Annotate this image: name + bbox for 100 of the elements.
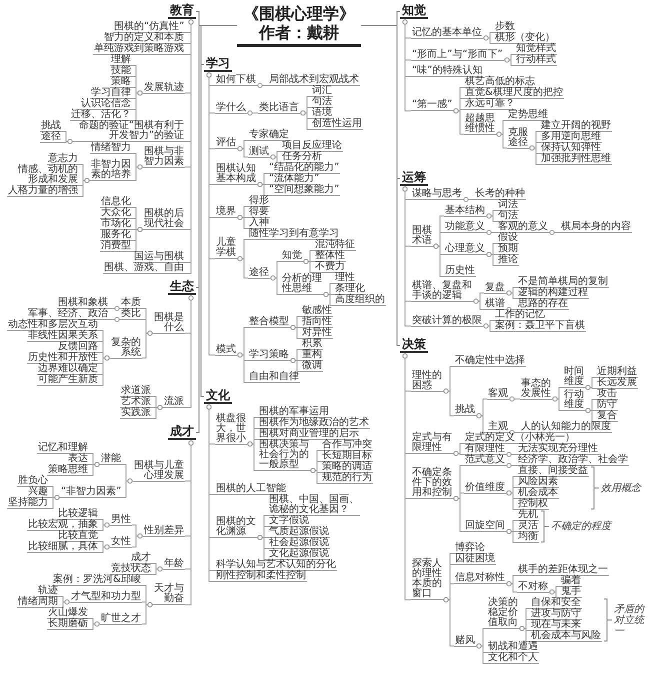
subtopic: 进攻与防守 <box>530 609 582 620</box>
subtopic: 可能产生新质 <box>37 375 99 386</box>
subtopic: 文化起源假说 <box>268 549 330 560</box>
connector-line <box>504 58 516 66</box>
subtopic: 不对称 <box>517 582 549 592</box>
subtopic: 途径 <box>40 132 62 143</box>
subtopic: 反馈回路 <box>57 342 99 353</box>
central-topic: 《围棋心理学》 作者：戴耕 <box>237 4 361 47</box>
connector-line <box>322 292 334 306</box>
subtopic: 气质起源假说 <box>268 527 330 538</box>
subtopic: 旷世之才 <box>100 614 142 624</box>
connector-line <box>206 72 216 356</box>
subtopic: 整合模型 <box>248 317 290 328</box>
connector-line <box>58 600 70 608</box>
subtopic: 表达 <box>67 454 89 465</box>
connector-line <box>486 230 498 235</box>
subtopic: 模式 <box>215 344 237 356</box>
subtopic: 学习策略 <box>248 350 290 361</box>
connector-line <box>462 197 474 202</box>
subtopic: 风险因素 <box>517 477 559 488</box>
subtopic: 自由和自律 <box>248 372 300 383</box>
connector-line <box>142 330 154 358</box>
subtopic: 科学认知与艺术认知的分化 <box>215 560 337 571</box>
subtopic: 案例：聂卫平下盲棋 <box>494 321 586 332</box>
subtopic: 博弈论 <box>454 543 486 554</box>
subtopic: “味”的特殊认知 <box>411 66 484 77</box>
subtopic: 围棋的文化渊源 <box>215 517 257 538</box>
subtopic: 命题的验证“围棋有利于开发智力”的验证 <box>73 121 185 142</box>
connector-line <box>506 463 518 468</box>
subtopic: 专家确定 <box>248 130 290 141</box>
subtopic: 棋盘很大，世界很小 <box>215 414 247 444</box>
connector-line <box>246 442 258 471</box>
connector-line <box>508 430 520 435</box>
subtopic: 经济学、政治学、社会学 <box>517 455 629 466</box>
subtopic: 不费力 <box>314 262 346 273</box>
subtopic: 得形 <box>248 196 270 207</box>
subtopic: “空间想象能力” <box>268 185 340 196</box>
subtopic: 骗着 <box>560 576 582 587</box>
subtopic: 知觉 <box>281 251 303 262</box>
subtopic: 心理意义 <box>444 244 486 255</box>
subtopic: “流体能力” <box>268 174 320 185</box>
connector-line <box>88 622 100 630</box>
subtopic: 性别差异 <box>143 526 185 536</box>
connector-line <box>300 110 312 130</box>
connector-line <box>496 132 508 148</box>
subtopic: 评估 <box>215 138 237 150</box>
subtopic: 策略 <box>110 77 132 88</box>
subtopic: 语境 <box>311 108 333 119</box>
subtopic: 挑战 <box>454 405 476 416</box>
connector-line <box>236 215 248 229</box>
subtopic: 情绪周期 <box>17 597 59 608</box>
subtopic: 整体性 <box>314 251 346 262</box>
subtopic: 信息化 <box>100 197 132 208</box>
connector-line <box>508 396 520 402</box>
subtopic: 高度组织的 <box>334 295 386 306</box>
subtopic: 先机 <box>517 510 539 521</box>
connector-line <box>246 110 258 116</box>
subtopic: 动态性和多层次互动 <box>7 320 99 331</box>
subtopic: 消费型 <box>100 241 132 252</box>
connector-line <box>88 462 100 476</box>
subtopic: 建立开阔的视野 <box>540 121 612 132</box>
subtopic: 围棋、游戏、自由 <box>103 263 185 274</box>
subtopic: 情感、动机的形成和发展 <box>17 165 79 186</box>
subtopic: 围棋的后现代社会 <box>143 209 185 230</box>
subtopic: 合作与冲突 <box>321 440 373 451</box>
subtopic: 加强批判性思维 <box>540 154 612 165</box>
connector-line <box>452 451 464 456</box>
subtopic: 定势思维 <box>507 110 549 121</box>
connector-line <box>290 358 302 372</box>
subtopic: 句法 <box>311 97 333 108</box>
subtopic: 比较细腻，具体 <box>27 542 99 553</box>
connector-line <box>236 256 248 278</box>
connector-line <box>122 478 134 498</box>
subtopic: 年龄 <box>163 558 185 570</box>
subtopic: 长期磨砺 <box>47 619 89 630</box>
subtopic: 行动样式 <box>515 55 557 66</box>
annotation-text: 不确定的程度 <box>551 521 611 532</box>
subtopic: 客观的意义 <box>497 222 549 233</box>
subtopic: 混沌特征 <box>314 240 356 251</box>
subtopic: 围棋、中国、国画、诡秘的文化基因？ <box>268 495 360 516</box>
connector-line <box>256 535 268 560</box>
subtopic: 实践派 <box>120 408 152 419</box>
subtopic: 智力的定义和本质 <box>103 33 185 44</box>
subtopic: 类比 <box>120 309 142 320</box>
subtopic: 时间维度 <box>563 367 585 388</box>
subtopic: 女性 <box>110 536 132 548</box>
subtopic: 预期 <box>497 244 519 255</box>
subtopic: 项目反应理论 <box>281 141 343 152</box>
connector-line <box>132 164 144 181</box>
annotation-text: 矛盾的对立统一 <box>614 604 644 636</box>
connector-line <box>236 352 248 383</box>
connector-line <box>302 259 314 273</box>
connector-line <box>506 452 518 457</box>
connector-line <box>152 566 164 575</box>
subtopic: 火山爆发 <box>47 608 89 619</box>
connector-line <box>78 178 90 197</box>
subtopic: 围棋和象棋 <box>57 298 109 309</box>
subtopic: “结晶化的能力” <box>268 163 340 174</box>
subtopic: 围棋认知基本构成 <box>215 164 257 185</box>
connector-line <box>256 83 268 88</box>
